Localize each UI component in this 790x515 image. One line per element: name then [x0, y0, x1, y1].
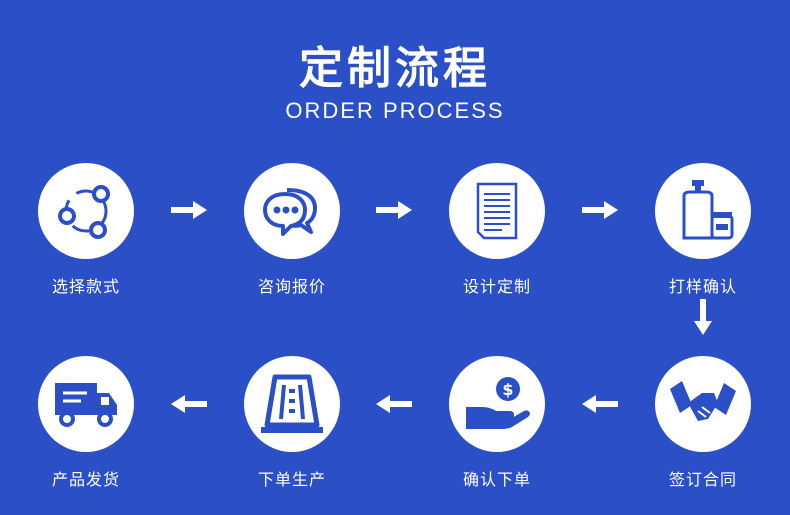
step-label: 下单生产 — [257, 470, 326, 489]
chat-bubbles-icon — [263, 188, 317, 236]
step-label: 设计定制 — [462, 277, 531, 296]
step-label: 确认下单 — [462, 470, 531, 489]
step-circle — [38, 163, 134, 259]
arrow-left-icon — [171, 394, 207, 414]
step-inquiry-quote: 咨询报价 — [232, 163, 352, 297]
cosmetic-bottles-icon — [682, 180, 734, 240]
step-label: 签订合同 — [668, 470, 737, 489]
svg-text:$: $ — [502, 380, 513, 399]
handshake-icon — [670, 381, 736, 421]
step-label: 打样确认 — [668, 277, 737, 296]
step-design: 设计定制 — [437, 163, 557, 297]
step-production: 下单生产 — [232, 356, 352, 490]
arrow-left-icon — [582, 394, 618, 414]
arrow-right-icon — [376, 200, 412, 220]
arrow-left-icon — [376, 394, 412, 414]
step-circle — [449, 163, 545, 259]
step-circle — [38, 356, 134, 452]
page-title: 定制流程 — [299, 43, 491, 94]
page-subtitle: ORDER PROCESS — [285, 98, 505, 123]
step-shipping: 产品发货 — [26, 356, 146, 490]
step-select-style: 选择款式 — [26, 163, 146, 297]
step-circle — [655, 163, 751, 259]
step-label: 选择款式 — [51, 277, 120, 296]
cycle-nodes-icon — [58, 185, 110, 239]
step-label: 咨询报价 — [257, 277, 326, 296]
delivery-truck-icon — [55, 383, 117, 427]
step-circle — [244, 163, 340, 259]
step-sample-confirm: 打样确认 — [643, 163, 763, 297]
step-circle — [244, 356, 340, 452]
factory-tower-icon — [261, 374, 323, 433]
step-circle — [655, 356, 751, 452]
arrow-right-icon — [171, 200, 207, 220]
step-sign-contract: 签订合同 — [643, 356, 763, 490]
document-icon — [476, 182, 518, 240]
step-confirm-order: $ 确认下单 — [437, 356, 557, 490]
step-label: 产品发货 — [51, 470, 120, 489]
arrow-down-icon — [693, 299, 713, 335]
step-circle: $ — [449, 356, 545, 452]
arrow-right-icon — [582, 200, 618, 220]
hand-dollar-icon: $ — [466, 377, 530, 429]
